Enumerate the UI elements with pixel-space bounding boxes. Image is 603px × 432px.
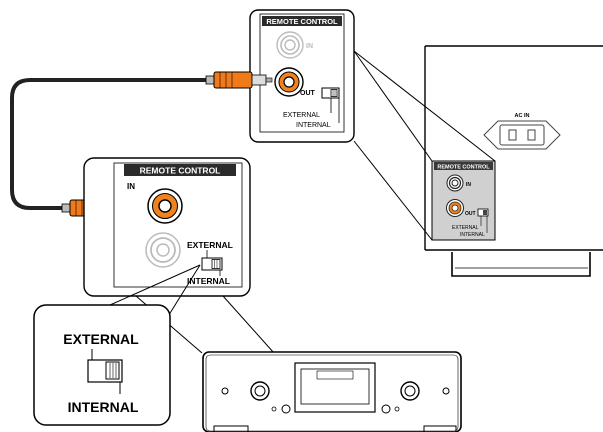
left-in-label: IN (127, 182, 135, 191)
rear-in-label: IN (466, 182, 471, 188)
zoom-external-label: EXTERNAL (63, 331, 139, 347)
rear-internal-label: INTERNAL (460, 232, 485, 238)
rear-external-label: EXTERNAL (452, 225, 479, 231)
top-in-label: IN (306, 43, 313, 50)
top-external-label: EXTERNAL (283, 112, 320, 119)
top-out-jack (274, 67, 304, 97)
top-in-jack (276, 31, 304, 59)
left-external-label: EXTERNAL (187, 240, 233, 250)
callout-lines-zoom (109, 264, 201, 319)
left-in-jack (147, 188, 183, 224)
top-internal-label: INTERNAL (296, 122, 331, 129)
top-remote-panel: REMOTE CONTROL IN OUT EXTERNAL INTERNAL (249, 9, 355, 143)
left-internal-label: INTERNAL (187, 276, 230, 286)
ac-inlet: AC IN (483, 113, 561, 150)
ac-in-label: AC IN (515, 113, 530, 119)
top-cable-plug (205, 71, 273, 89)
zoom-internal-label: INTERNAL (68, 399, 139, 415)
rear-unit: AC IN REMOTE CONTROL IN OUT EXTERNAL INT… (424, 45, 603, 277)
rear-remote-panel: REMOTE CONTROL IN OUT EXTERNAL INTERNAL (431, 160, 496, 241)
switch-zoom-box: EXTERNAL INTERNAL (33, 304, 171, 426)
rear-out-label: OUT (465, 211, 476, 217)
left-out-jack (145, 232, 181, 268)
left-remote-panel: REMOTE CONTROL IN EXTERNAL INTERNAL (83, 157, 251, 297)
top-switch (321, 87, 340, 99)
top-out-label: OUT (300, 90, 316, 97)
left-switch (201, 257, 223, 271)
top-panel-header: REMOTE CONTROL (266, 17, 338, 26)
front-unit (202, 351, 462, 432)
left-panel-header: REMOTE CONTROL (140, 166, 221, 176)
rear-panel-header: REMOTE CONTROL (437, 165, 490, 171)
callout-lines-top (353, 50, 496, 241)
